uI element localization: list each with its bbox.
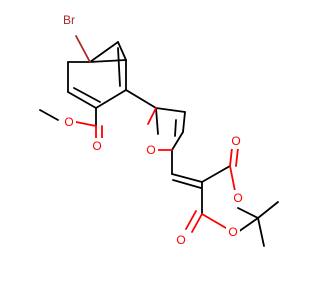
bond-methylidene-1 (171, 173, 203, 183)
atom-o-ester-carbonyl: O (92, 139, 101, 153)
bond-diox-ring-o-bottom (201, 213, 227, 229)
bond-benzene-2 (117, 41, 127, 61)
bond-furan-1 (155, 107, 186, 113)
atom-o-furan: O (146, 143, 155, 157)
bond-benzene-5 (67, 91, 97, 109)
atom-o-diox-carbonyl-bottom: O (176, 233, 185, 247)
bond-benzene-8 (89, 59, 127, 63)
bond-br (75, 35, 91, 63)
bond-diox-co-top-2 (235, 147, 239, 167)
bond-ester-o (75, 121, 97, 127)
bond-gem-dimethyl-3 (257, 201, 279, 219)
atom-br: Br (63, 13, 75, 27)
atom-o-diox-ring-bottom: O (228, 225, 237, 239)
molecule-canvas: Br O O O O O O O (39, 12, 279, 248)
bond-furan-3 (171, 131, 184, 151)
bond-diox-co-top-1 (229, 147, 233, 167)
bond-dioxane-1 (201, 165, 231, 183)
bond-diox-co-bottom-2 (185, 210, 197, 230)
bond-benzene-double-1 (117, 47, 121, 87)
bond-gem-dimethyl-2 (257, 217, 265, 247)
bond-furan-4 (155, 107, 159, 135)
bond-benzene-4 (95, 89, 127, 109)
atom-o-diox-carbonyl-top: O (231, 134, 240, 148)
molecule-structure: Br O O O O O O O (39, 12, 279, 248)
bond-benzene-1 (89, 41, 119, 63)
bond-benzene-double-2 (73, 87, 101, 103)
carbon-bonds (67, 41, 279, 247)
bond-diox-co-bottom-1 (191, 213, 203, 233)
bond-furan-o-1 (147, 107, 157, 125)
atom-o-diox-ring-top: O (233, 191, 242, 205)
oxygen-bonds (39, 107, 239, 233)
bond-gem-dimethyl-1 (237, 207, 259, 219)
bond-methylidene-2 (172, 179, 202, 189)
bond-aryl-furan (125, 89, 157, 109)
bond-furan-2 (182, 111, 186, 133)
atom-o-ester-ether: O (64, 115, 73, 129)
bond-furan-double-1 (174, 119, 177, 137)
bond-methyl (39, 109, 59, 121)
atom-labels: Br O O O O O O O (58, 12, 245, 248)
bond-dioxane-3 (237, 217, 259, 233)
